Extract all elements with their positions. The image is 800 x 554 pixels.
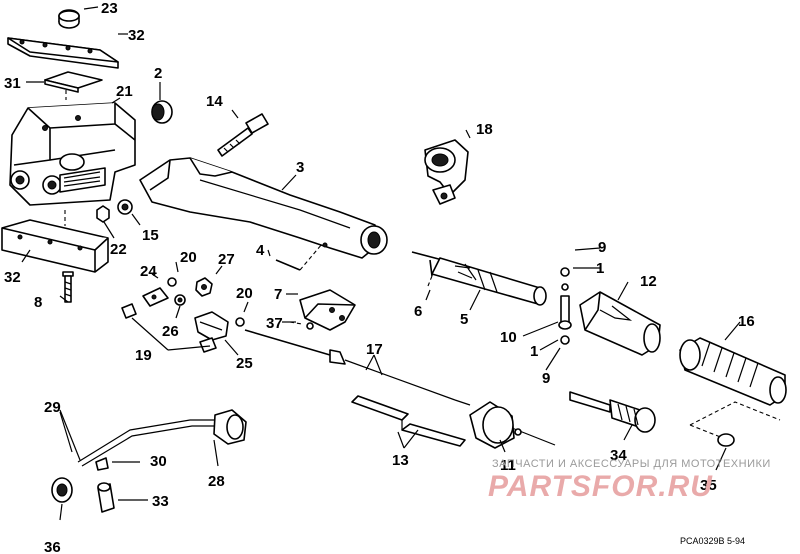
part-17-cable [244, 329, 471, 406]
label-22: 22 [110, 241, 127, 258]
part-36-grommet [51, 477, 73, 503]
part-2-cap [151, 100, 173, 124]
label-8: 8 [34, 294, 42, 311]
part-24-link [142, 287, 169, 307]
label-35: 35 [700, 477, 717, 494]
part-34-switch [569, 391, 656, 433]
label-5: 5 [460, 311, 468, 328]
label-24: 24 [140, 263, 157, 280]
part-18-clamp [424, 139, 469, 205]
label-20-top: 20 [180, 249, 197, 266]
part-15-washer [117, 199, 133, 215]
label-27: 27 [218, 251, 235, 268]
label-7: 7 [274, 286, 282, 303]
label-18: 18 [476, 121, 493, 138]
part-22-nut [96, 205, 110, 223]
label-10: 10 [500, 329, 517, 346]
label-31: 31 [4, 75, 21, 92]
part-19-screws [121, 303, 217, 353]
label-36: 36 [44, 539, 61, 554]
label-37: 37 [266, 315, 283, 332]
leader-lines [21, 6, 741, 521]
watermark-tagline: ЗАПЧАСТИ И АКСЕССУАРЫ ДЛЯ МОТОТЕХНИКИ [492, 458, 771, 470]
label-9-bottom: 9 [542, 370, 550, 387]
part-7-bracket [299, 289, 356, 331]
label-17: 17 [366, 341, 383, 358]
part-16-grip [679, 337, 787, 406]
label-6: 6 [414, 303, 422, 320]
part-21-bracket [9, 102, 136, 206]
label-21: 21 [116, 83, 133, 100]
label-11: 11 [500, 457, 516, 474]
label-29: 29 [44, 399, 61, 416]
watermark-brand: PARTSFOR.RU [488, 470, 713, 503]
label-20-mid: 20 [236, 285, 253, 302]
part-13-tubes [351, 395, 466, 447]
part-32-bottom-plate [1, 210, 109, 273]
part-4-pin [275, 243, 323, 271]
part-31-pad [44, 71, 103, 100]
part-32-top-plate [7, 37, 119, 69]
part-3-tiller-arm [139, 157, 388, 259]
label-19: 19 [135, 347, 152, 364]
part-26-washer [174, 294, 186, 306]
part-14-bolt [217, 113, 269, 157]
part-11-grip [469, 401, 556, 449]
label-28: 28 [208, 473, 225, 490]
label-12: 12 [640, 273, 657, 290]
label-32-bottom: 32 [4, 269, 21, 286]
part-35-cap [689, 401, 781, 447]
label-13: 13 [392, 452, 409, 469]
label-15: 15 [142, 227, 159, 244]
part-37-screw [289, 321, 314, 330]
part-12-grip-housing [579, 291, 661, 356]
part-33-connector [97, 482, 115, 513]
part-25-bracket [194, 311, 229, 341]
label-30: 30 [150, 453, 167, 470]
part-27-nut [195, 277, 213, 297]
part-labels: 23 32 31 21 2 14 18 3 22 15 32 8 4 20 27… [4, 0, 755, 554]
label-1-top: 1 [596, 260, 604, 277]
label-2: 2 [154, 65, 162, 82]
label-9-top: 9 [598, 239, 606, 256]
label-25: 25 [236, 355, 253, 372]
part-29-28-wire-harness [59, 409, 247, 471]
label-33: 33 [152, 493, 169, 510]
part-20-washer-b [235, 317, 245, 327]
label-1-bottom: 1 [530, 343, 538, 360]
label-4: 4 [256, 242, 265, 259]
label-34: 34 [610, 447, 627, 464]
label-16: 16 [738, 313, 755, 330]
label-14: 14 [206, 93, 223, 110]
part-23-nut [58, 9, 80, 29]
part-9-1-10-fasteners [558, 267, 572, 345]
part-8-screw [62, 271, 74, 303]
diagram-code: PCA0329B 5-94 [680, 536, 746, 546]
label-3: 3 [296, 159, 304, 176]
label-26: 26 [162, 323, 179, 340]
part-5-shaft [431, 257, 547, 306]
part-20-washer-a [167, 277, 177, 287]
label-32-top: 32 [128, 27, 145, 44]
label-23: 23 [101, 0, 118, 17]
